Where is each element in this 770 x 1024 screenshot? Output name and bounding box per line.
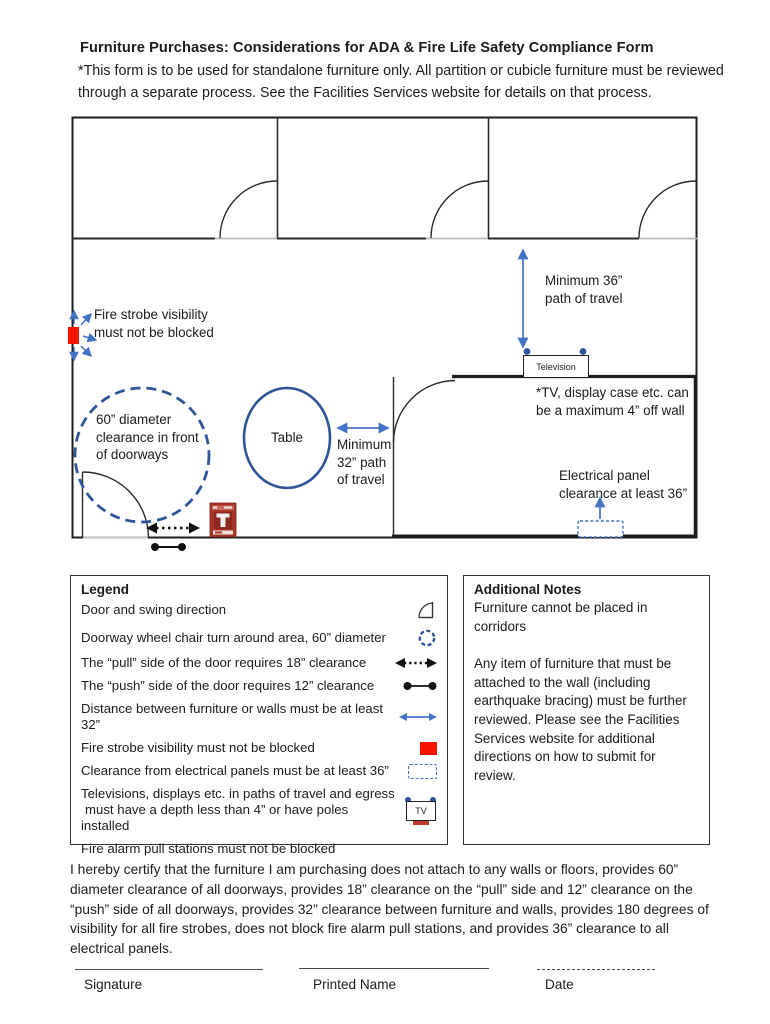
fire-strobe-label: Fire strobe visibility must not be block…	[94, 307, 214, 340]
certification-statement: I hereby certify that the furniture I am…	[70, 862, 709, 957]
table-label: Table	[270, 430, 303, 445]
push-line-icon	[395, 681, 437, 691]
bottom-left-door	[81, 471, 150, 539]
signature-label: Signature	[84, 977, 143, 992]
legend-item-push-side: The “push” side of the door requires 12”…	[81, 678, 437, 694]
pull-arrow-icon	[395, 657, 437, 669]
tv-note-label: *TV, display case etc. can be a maximum …	[536, 385, 689, 418]
signature-line[interactable]	[75, 969, 263, 970]
tv-icon: TV	[395, 795, 437, 825]
min36-label: Minimum 36” path of travel	[545, 273, 623, 306]
television-label: Television	[536, 361, 576, 372]
notes-paragraph: Any item of furniture that must be attac…	[474, 656, 687, 783]
legend-item-turn-area: Doorway wheel chair turn around area, 60…	[81, 628, 437, 648]
legend-item-pull-stations: Fire alarm pull stations must not be blo…	[81, 841, 336, 856]
room-divider-walls	[276, 117, 490, 238]
tv-mount-dot-right	[430, 797, 436, 803]
date-line[interactable]	[537, 969, 655, 970]
television-dots	[523, 348, 587, 355]
door-swing-arcs	[219, 180, 697, 239]
door-swing-icon	[395, 599, 437, 621]
fire-strobe-symbol	[68, 309, 98, 362]
legend-box: Legend Door and swing direction Doorway …	[70, 575, 448, 856]
min32-label: Minimum 32” path of travel	[337, 437, 392, 487]
fire-alarm-pull-station	[209, 502, 237, 538]
additional-notes-title: Additional Notes	[474, 582, 582, 597]
tv-mount-dot-left	[405, 797, 411, 803]
legend-item-pull-side: The “pull” side of the door requires 18”…	[81, 655, 437, 671]
dashed-circle-icon	[395, 628, 437, 648]
tv-base	[413, 821, 429, 825]
legend-title: Legend	[81, 582, 130, 597]
legend-item-door-swing: Door and swing direction	[81, 599, 437, 621]
printed-name-label: Printed Name	[313, 977, 397, 992]
additional-notes-box: Additional Notes Furniture cannot be pla…	[463, 575, 710, 845]
electrical-label: Electrical panel clearance at least 36”	[559, 468, 688, 501]
legend-item-televisions: Televisions, displays etc. in paths of t…	[81, 786, 437, 834]
intro-paragraph: *This form is to be used for standalone …	[78, 63, 724, 101]
pull-clearance-symbol	[146, 522, 200, 534]
distance-arrow-icon	[395, 711, 437, 723]
printed-name-line[interactable]	[299, 968, 489, 969]
fire-strobe-icon	[395, 741, 437, 755]
electrical-panel-symbol	[577, 520, 624, 538]
turn-area-label: 60” diameter clearance in front of doorw…	[96, 412, 199, 462]
push-clearance-symbol	[151, 543, 186, 551]
electrical-panel-icon	[395, 763, 437, 779]
page-title: Furniture Purchases: Considerations for …	[80, 40, 654, 56]
television-box: Television	[523, 355, 589, 378]
legend-item-distance: Distance between furniture or walls must…	[81, 701, 437, 733]
legend-item-electrical: Clearance from electrical panels must be…	[81, 763, 437, 779]
legend-item-fire-strobe: Fire strobe visibility must not be block…	[81, 740, 437, 756]
date-label: Date	[545, 977, 574, 992]
notes-line1: Furniture cannot be placed in corridors	[474, 600, 648, 634]
